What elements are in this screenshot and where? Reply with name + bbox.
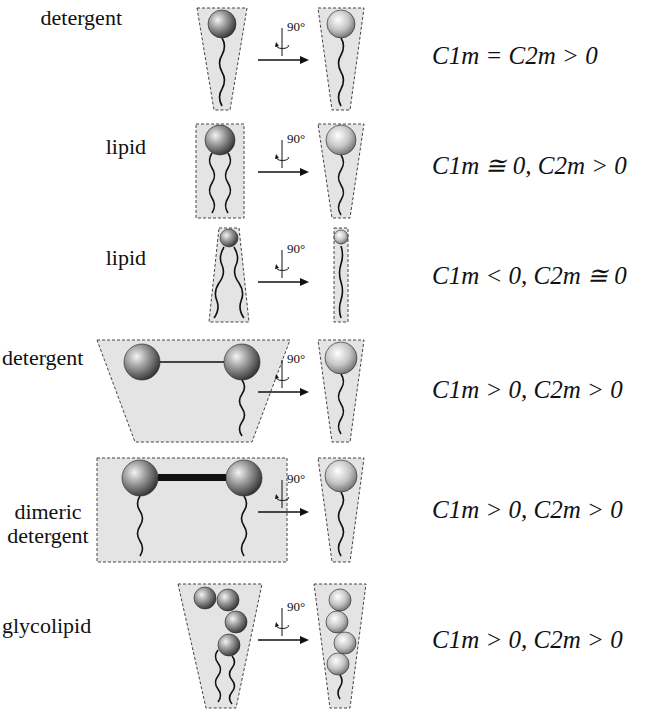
head-group: [326, 125, 356, 155]
head-group: [334, 230, 348, 244]
head-link: [160, 361, 224, 362]
rotation-label: 90°: [287, 132, 305, 146]
molecule-label: glycolipid: [2, 614, 91, 638]
shape-outline: [209, 228, 249, 322]
sugar-unit: [334, 632, 356, 654]
tail: [242, 496, 247, 556]
sugar-unit: [329, 589, 351, 611]
molecule-label: detergent: [2, 346, 83, 370]
shape-outline: [318, 124, 364, 218]
molecule-label: lipid: [0, 246, 146, 270]
tail: [230, 656, 235, 704]
shape-outline: [196, 124, 244, 218]
shape-outline: [318, 340, 364, 442]
sugar-unit: [217, 589, 239, 611]
sugar-unit: [218, 634, 240, 656]
shape-outline: [318, 8, 364, 110]
head-group: [325, 342, 357, 374]
spacer-bar: [158, 474, 226, 481]
shape-outline: [178, 584, 262, 708]
head-group: [205, 125, 235, 155]
rotation-label: 90°: [287, 352, 305, 366]
head-group: [226, 460, 262, 496]
tail: [216, 650, 221, 702]
head-group: [220, 229, 238, 247]
curvature-formula: C1m < 0, C2m ≅ 0: [432, 262, 627, 290]
curvature-formula: C1m > 0, C2m > 0: [432, 376, 623, 404]
rotation-label: 90°: [287, 472, 305, 486]
head-group: [208, 10, 236, 38]
rotation-label: 90°: [287, 242, 305, 256]
shape-outline: [97, 340, 290, 442]
rotation-arrows: [258, 28, 309, 644]
tail: [234, 247, 244, 318]
molecule-label: dimeric detergent: [0, 500, 96, 548]
curvature-formula: C1m = C2m > 0: [432, 42, 598, 70]
head-group: [325, 460, 357, 492]
tail: [340, 246, 343, 318]
shape-outline: [197, 8, 247, 110]
shape-outline: [318, 458, 364, 562]
tail: [226, 153, 231, 213]
sugar-unit: [194, 587, 216, 609]
tail: [339, 374, 344, 434]
sugar-unit: [327, 653, 349, 675]
curvature-formula: C1m > 0, C2m > 0: [432, 626, 623, 654]
sugar-unit: [326, 611, 348, 633]
tail: [214, 247, 224, 318]
tail: [339, 492, 344, 556]
head-group: [224, 344, 260, 380]
tail: [339, 38, 344, 106]
head-group: [122, 460, 158, 496]
tail: [339, 155, 344, 215]
molecule-label: detergent: [0, 6, 122, 30]
head-group: [124, 344, 160, 380]
head-group: [327, 10, 355, 38]
tail: [338, 675, 342, 699]
curvature-formula: C1m ≅ 0, C2m > 0: [432, 152, 627, 180]
molecule-label: lipid: [0, 135, 146, 159]
shape-outline: [314, 584, 366, 708]
tail: [220, 38, 225, 106]
shape-outline: [334, 228, 348, 322]
tail: [138, 496, 143, 556]
rotation-label: 90°: [287, 20, 305, 34]
shape-outline: [97, 458, 287, 562]
tail: [240, 380, 245, 436]
heads: [122, 10, 357, 675]
rotation-label: 90°: [287, 600, 305, 614]
curvature-formula: C1m > 0, C2m > 0: [432, 496, 623, 524]
tail: [210, 153, 215, 213]
tails: [97, 8, 366, 708]
sugar-unit: [225, 611, 247, 633]
